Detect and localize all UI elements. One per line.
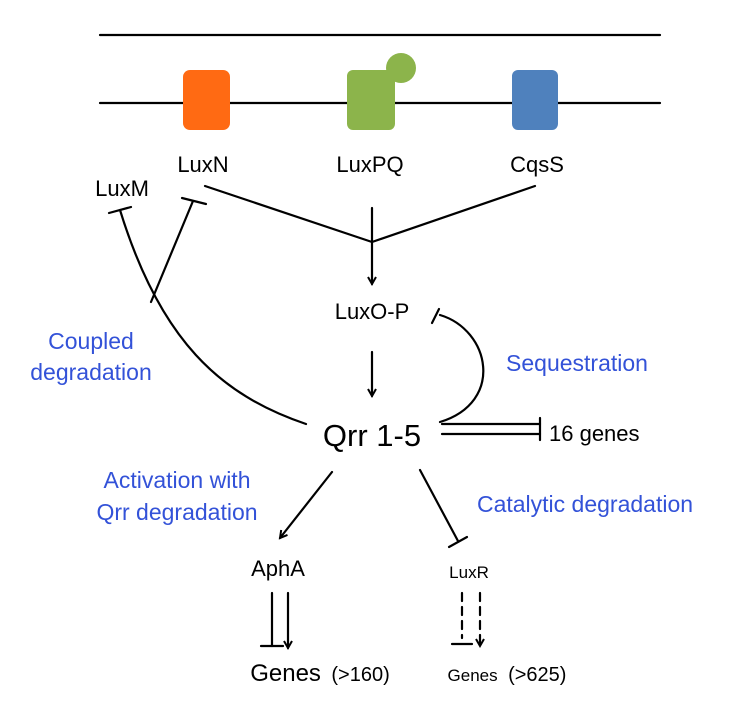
activation-annotation-line2: Qrr degradation <box>96 499 257 525</box>
cqss-label: CqsS <box>510 152 564 177</box>
sequestration-feedback-line <box>438 313 485 424</box>
luxn-to-luxo-line <box>203 184 374 244</box>
genes-apha-count: (>160) <box>331 664 389 686</box>
coupled-degradation-annotation-line1: Coupled <box>48 328 134 354</box>
luxo-p-label: LuxO-P <box>335 299 410 324</box>
qrr-label: Qrr 1-5 <box>323 418 421 453</box>
luxpq-label: LuxPQ <box>336 152 403 177</box>
genes-luxr-count: (>625) <box>508 664 566 686</box>
luxr-label: LuxR <box>449 563 489 582</box>
qrr-to-apha-arrow <box>280 470 334 538</box>
luxm-label: LuxM <box>95 176 149 201</box>
cqss-to-luxo-line <box>370 184 537 244</box>
genes-apha-label: Genes (>160) <box>250 660 390 687</box>
cqss-receptor <box>512 70 558 130</box>
luxpq-receptor <box>347 70 395 130</box>
coupled-degradation-luxn-inhibition <box>149 199 195 304</box>
genes16-label: 16 genes <box>549 421 640 446</box>
luxm-inhibition-bar <box>107 205 133 215</box>
sequestration-inhibition-bar <box>430 307 441 325</box>
sequestration-annotation: Sequestration <box>506 350 648 376</box>
luxn-inhibition-bar <box>180 196 208 206</box>
qrr-to-luxr-inhibition <box>418 468 460 543</box>
luxn-receptor <box>183 70 230 130</box>
apha-label: AphA <box>251 556 305 581</box>
activation-annotation-line1: Activation with <box>103 467 250 493</box>
coupled-degradation-annotation-line2: degradation <box>30 359 152 385</box>
coupled-degradation-luxm-inhibition <box>118 208 308 426</box>
luxp-ligand-binding-domain <box>386 53 416 83</box>
luxr-inhibition-bar <box>447 535 469 549</box>
genes-apha-word: Genes <box>250 660 321 687</box>
genes-luxr-word: Genes <box>448 666 498 685</box>
genes-luxr-label: Genes (>625) <box>448 664 567 686</box>
catalytic-degradation-annotation: Catalytic degradation <box>477 491 693 517</box>
luxn-label: LuxN <box>177 152 228 177</box>
